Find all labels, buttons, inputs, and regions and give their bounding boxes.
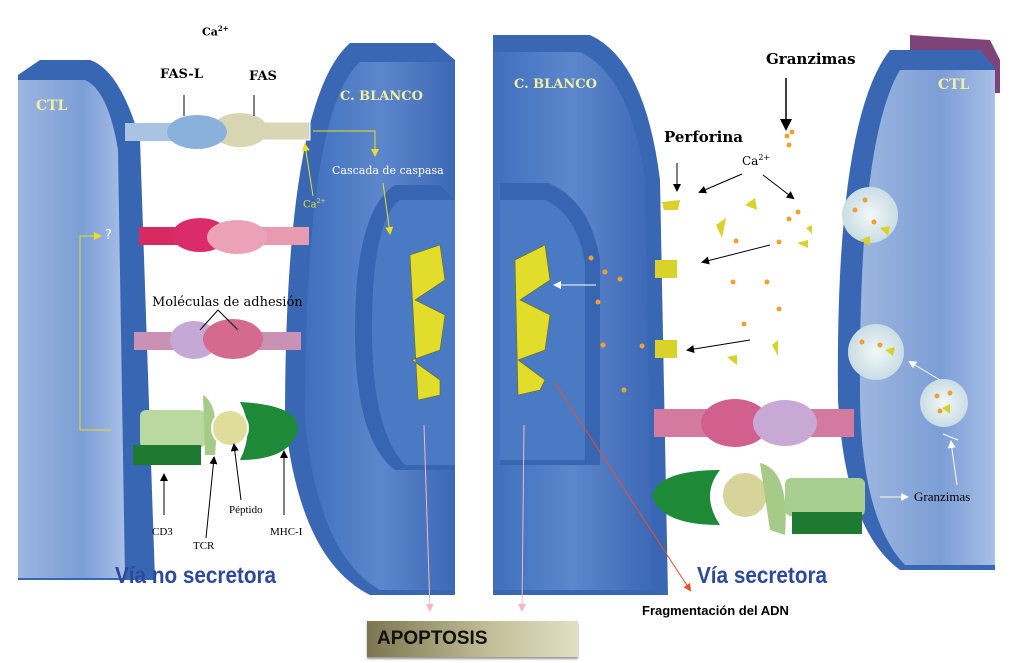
granzyme-dots bbox=[588, 129, 953, 414]
perforin-fragments bbox=[655, 198, 950, 414]
ca-inner-label: Ca2+ bbox=[303, 198, 326, 211]
tcr-label: TCR bbox=[193, 540, 215, 552]
right-target-label: C. BLANCO bbox=[514, 77, 597, 92]
right-target-cell bbox=[493, 35, 668, 595]
dna-helix-right bbox=[514, 244, 551, 396]
left-target-cell bbox=[285, 43, 455, 595]
apoptosis-box: APOPTOSIS bbox=[367, 621, 578, 657]
dna-helix-left bbox=[409, 244, 446, 401]
peptide-label: Péptido bbox=[229, 504, 263, 516]
right-ctl-cell bbox=[837, 35, 1000, 570]
left-ctl-cell bbox=[18, 60, 155, 580]
ca-top-label: Ca2+ bbox=[202, 24, 229, 39]
fas-l-label: FAS-L bbox=[160, 67, 203, 82]
perforin-label: Perforina bbox=[664, 128, 744, 146]
tcr-mhc-complex bbox=[133, 395, 299, 465]
adhesion-complex-2 bbox=[134, 309, 301, 359]
granule-vesicles bbox=[842, 187, 968, 427]
left-target-label: C. BLANCO bbox=[340, 89, 423, 104]
mhc-label: MHC-I bbox=[270, 526, 303, 538]
adhesion-molecules-label: Moléculas de adhesión bbox=[152, 295, 303, 310]
fas-fasl-complex bbox=[125, 95, 311, 149]
cd3-label: CD3 bbox=[152, 526, 173, 538]
tcr-mhc-complex-right bbox=[652, 463, 865, 535]
non-secretory-pathway-title: Vía no secretora bbox=[115, 562, 277, 588]
unknown-mechanism-label: ? bbox=[105, 228, 112, 243]
dna-fragmentation-label: Fragmentación del ADN bbox=[642, 603, 789, 618]
apoptosis-label: APOPTOSIS bbox=[377, 628, 488, 649]
secretory-pathway-title: Vía secretora bbox=[697, 562, 828, 588]
adhesion-complex-1 bbox=[139, 218, 309, 254]
ca-right-label: Ca2+ bbox=[742, 153, 771, 168]
granzymes-top-label: Granzimas bbox=[766, 50, 856, 68]
arrows bbox=[79, 78, 959, 612]
right-ctl-label: CTL bbox=[938, 77, 970, 93]
granzymes-side-label: Granzimas bbox=[914, 489, 971, 504]
adhesion-complex-3 bbox=[654, 399, 854, 447]
caspase-cascade-label: Cascada de caspasa bbox=[332, 164, 444, 177]
left-ctl-label: CTL bbox=[36, 98, 68, 114]
fas-label: FAS bbox=[249, 69, 277, 84]
